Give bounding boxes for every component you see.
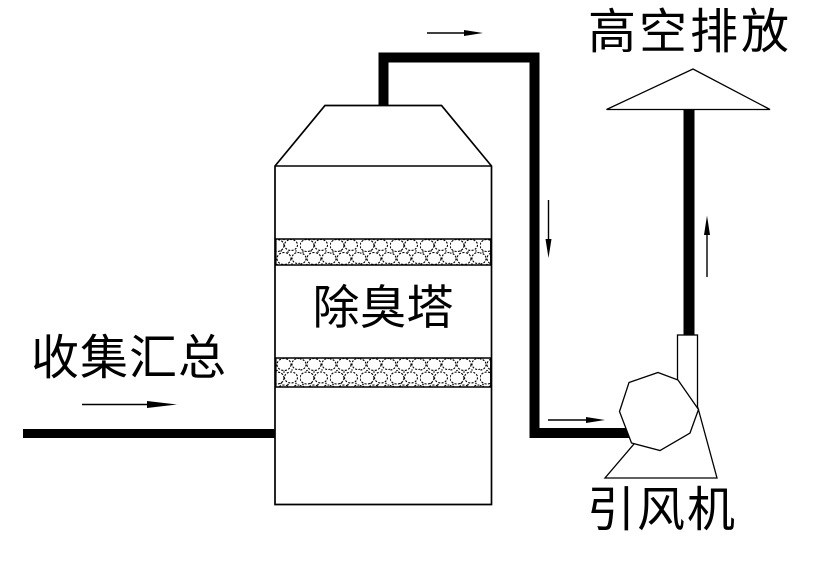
label-collection-summary: 收集汇总 (31, 332, 228, 385)
duct-tower-to-fan (378, 52, 632, 438)
label-deodorizing-tower: 除臭塔 (312, 283, 454, 335)
packing-bed-upper (275, 238, 492, 266)
flow-arrow-fan-inlet-right (548, 417, 605, 423)
flow-arrow-collection-right (82, 401, 177, 408)
label-high-altitude-discharge: 高空排放 (588, 6, 793, 59)
flow-arrow-down (545, 200, 552, 258)
fan-casing-octagon (618, 371, 700, 452)
packing-bed-lower (275, 357, 492, 388)
label-induced-draft-fan: 引风机 (587, 484, 738, 537)
flow-arrow-up (704, 215, 710, 277)
flow-arrow-top-right (427, 30, 483, 36)
rain-cap (606, 68, 771, 111)
tower-outline (274, 104, 493, 506)
